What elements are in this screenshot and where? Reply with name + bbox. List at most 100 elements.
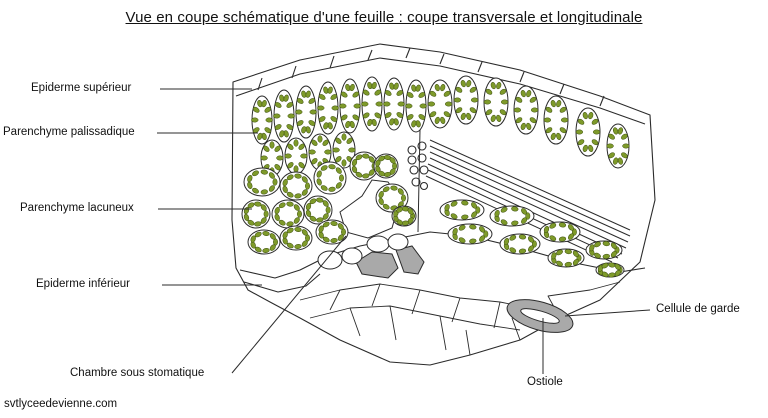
chloroplast bbox=[301, 126, 307, 134]
chloroplast bbox=[322, 221, 330, 228]
chloroplast bbox=[264, 106, 272, 113]
chloroplast bbox=[264, 127, 272, 134]
chloroplast bbox=[469, 224, 477, 230]
chloroplast bbox=[339, 174, 344, 182]
chloroplast bbox=[479, 226, 486, 233]
epidermal-cell bbox=[341, 247, 363, 265]
chloroplast bbox=[346, 137, 353, 144]
chloroplast bbox=[582, 144, 588, 152]
chloroplast bbox=[503, 237, 510, 246]
chloroplast bbox=[521, 217, 528, 224]
chloroplast bbox=[260, 169, 268, 175]
chloroplast bbox=[529, 117, 537, 124]
chloroplast bbox=[305, 90, 311, 98]
chloroplast bbox=[518, 248, 527, 254]
chloroplast bbox=[345, 120, 351, 129]
label-cellule-de-garde: Cellule de garde bbox=[656, 303, 740, 315]
epidermal-cell bbox=[317, 250, 343, 270]
chloroplast bbox=[455, 86, 463, 93]
chloroplast bbox=[415, 84, 421, 92]
chloroplast bbox=[254, 231, 262, 238]
chloroplast bbox=[444, 101, 453, 107]
chloroplast bbox=[251, 117, 259, 123]
chloroplast bbox=[341, 159, 347, 167]
chloroplast bbox=[485, 109, 493, 116]
chloroplast bbox=[260, 204, 267, 211]
chloroplast bbox=[273, 113, 281, 119]
chloroplast bbox=[287, 113, 295, 119]
chloroplast bbox=[382, 186, 390, 193]
chloroplast bbox=[527, 236, 535, 243]
chloroplast bbox=[320, 185, 328, 191]
chloroplast bbox=[293, 139, 299, 147]
chloroplast bbox=[348, 147, 356, 153]
chloroplast bbox=[322, 213, 329, 220]
guard-cell-left bbox=[355, 251, 399, 279]
guard-cell-right bbox=[395, 245, 425, 275]
label-parenchyme-palissadique: Parenchyme palissadique bbox=[3, 126, 135, 138]
chloroplast bbox=[556, 100, 562, 108]
chloroplast bbox=[419, 103, 427, 109]
chloroplast bbox=[543, 225, 550, 234]
chloroplast bbox=[282, 179, 288, 187]
chloroplast bbox=[252, 106, 260, 113]
chloroplast bbox=[450, 213, 458, 220]
chloroplast bbox=[318, 94, 326, 100]
chloroplast bbox=[375, 101, 383, 107]
chloroplast bbox=[274, 213, 280, 221]
chloroplast bbox=[274, 124, 282, 130]
chloroplast bbox=[368, 156, 375, 163]
chloroplast bbox=[260, 155, 268, 161]
chloroplast bbox=[461, 214, 469, 220]
chloroplast bbox=[287, 143, 294, 150]
chloroplast bbox=[479, 235, 486, 242]
chloroplast bbox=[440, 84, 446, 92]
chloroplast bbox=[610, 250, 617, 258]
chloroplast bbox=[443, 90, 451, 97]
chloroplast bbox=[252, 187, 259, 194]
chloroplast bbox=[355, 171, 363, 178]
chloroplast bbox=[296, 98, 304, 104]
chloroplast bbox=[265, 117, 273, 123]
chloroplast bbox=[308, 98, 316, 104]
chloroplast bbox=[276, 155, 284, 161]
chloroplast bbox=[355, 154, 363, 161]
chloroplast bbox=[384, 112, 392, 118]
chloroplast bbox=[254, 201, 262, 207]
chloroplast bbox=[466, 80, 472, 88]
chloroplast bbox=[361, 101, 369, 107]
chloroplast bbox=[247, 219, 255, 226]
chloroplast bbox=[520, 90, 526, 98]
chloroplast bbox=[286, 201, 294, 207]
chloroplast bbox=[323, 122, 329, 130]
chloroplast bbox=[295, 109, 303, 115]
chloroplast bbox=[327, 86, 333, 94]
chloroplast bbox=[527, 245, 535, 252]
chloroplast bbox=[594, 241, 601, 248]
chloroplast bbox=[261, 100, 267, 108]
chloroplast bbox=[588, 112, 594, 120]
chloroplast bbox=[571, 228, 577, 236]
chloroplast bbox=[349, 83, 355, 92]
chloroplast bbox=[509, 247, 517, 254]
chloroplast bbox=[318, 225, 324, 233]
chloroplast bbox=[308, 149, 316, 155]
xylem-vessels bbox=[407, 141, 429, 191]
chloroplast bbox=[396, 112, 404, 118]
chloroplast bbox=[301, 189, 308, 196]
chloroplast bbox=[293, 165, 299, 173]
chloroplast bbox=[335, 167, 342, 174]
chloroplast bbox=[559, 127, 567, 134]
chloroplast bbox=[278, 202, 286, 209]
chloroplast bbox=[262, 231, 270, 236]
chloroplast bbox=[610, 242, 617, 250]
chloroplast bbox=[328, 186, 336, 192]
upper-epidermis-outline bbox=[235, 57, 646, 125]
chloroplast bbox=[617, 157, 623, 165]
lower-tissue-cells bbox=[299, 281, 621, 356]
chloroplast bbox=[294, 173, 302, 179]
chloroplast bbox=[301, 176, 308, 183]
chloroplast bbox=[374, 112, 382, 119]
chloroplast bbox=[429, 111, 437, 118]
chloroplast bbox=[298, 143, 305, 150]
